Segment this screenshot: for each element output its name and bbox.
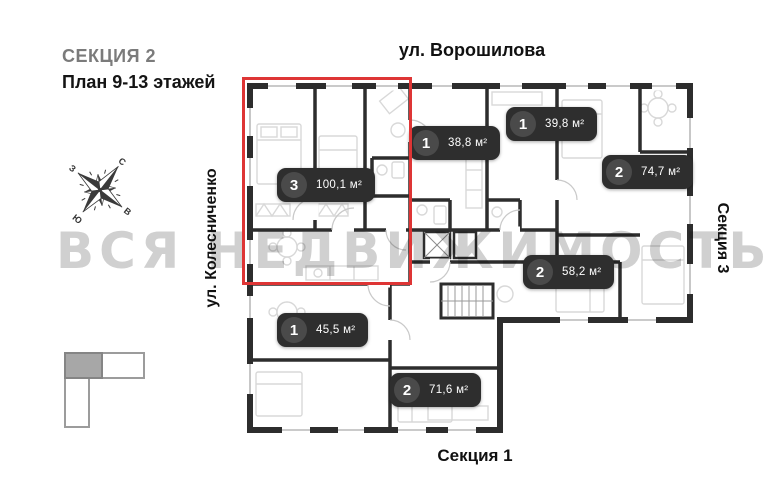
compass-rose: С В Ю З	[67, 156, 134, 226]
apartment-area: 58,2 м²	[562, 266, 602, 278]
compass-west-label: З	[67, 163, 78, 175]
section-label-bottom: Секция 1	[437, 446, 513, 465]
apartment-badge-71-6[interactable]: 2 71,6 м²	[390, 373, 482, 407]
room-count-circle: 1	[413, 130, 439, 156]
room-count-circle: 1	[510, 111, 536, 137]
section-title: СЕКЦИЯ 2	[62, 46, 157, 66]
apartment-area: 39,8 м²	[545, 118, 585, 130]
apartment-area: 74,7 м²	[641, 166, 681, 178]
apartment-badge-58-2[interactable]: 2 58,2 м²	[523, 255, 615, 289]
room-count-circle: 1	[281, 317, 307, 343]
compass-center	[98, 188, 102, 192]
compass-east-label: В	[122, 206, 134, 218]
windows	[245, 81, 695, 435]
apartment-badge-45-5[interactable]: 1 45,5 м²	[277, 313, 369, 347]
street-label-top: ул. Ворошилова	[398, 40, 546, 60]
keyplan-section-2-highlighted	[64, 352, 103, 379]
street-label-left: ул. Колесниченко	[203, 168, 220, 308]
room-count-circle: 3	[281, 172, 307, 198]
keyplan-building-locator	[62, 350, 148, 432]
furniture	[255, 85, 685, 423]
section-label-right: Секция 3	[714, 202, 731, 274]
highlighted-apartment-outline[interactable]	[242, 77, 412, 285]
keyplan-section-1	[64, 377, 90, 428]
plan-subtitle: План 9-13 этажей	[62, 72, 216, 92]
compass-long-points	[77, 166, 123, 213]
room-count-circle: 2	[527, 259, 553, 285]
apartment-badge-100-1[interactable]: 3 100,1 м²	[277, 168, 376, 202]
room-count-circle: 2	[606, 159, 632, 185]
apartment-area: 45,5 м²	[316, 324, 356, 336]
apartment-badge-38-8[interactable]: 1 38,8 м²	[409, 126, 501, 160]
apartment-area: 71,6 м²	[429, 384, 469, 396]
room-count-circle: 2	[394, 377, 420, 403]
apartment-badge-74-7[interactable]: 2 74,7 м²	[602, 155, 694, 189]
compass-ticks	[79, 169, 121, 211]
compass-north-label: С	[117, 156, 129, 168]
elevator-shafts	[422, 230, 478, 260]
apartment-area: 100,1 м²	[316, 179, 363, 191]
walls-exterior	[247, 83, 693, 433]
apartment-area: 38,8 м²	[448, 137, 488, 149]
compass-south-label: Ю	[70, 212, 83, 226]
apartment-badge-39-8[interactable]: 1 39,8 м²	[506, 107, 598, 141]
stairs	[439, 282, 495, 320]
